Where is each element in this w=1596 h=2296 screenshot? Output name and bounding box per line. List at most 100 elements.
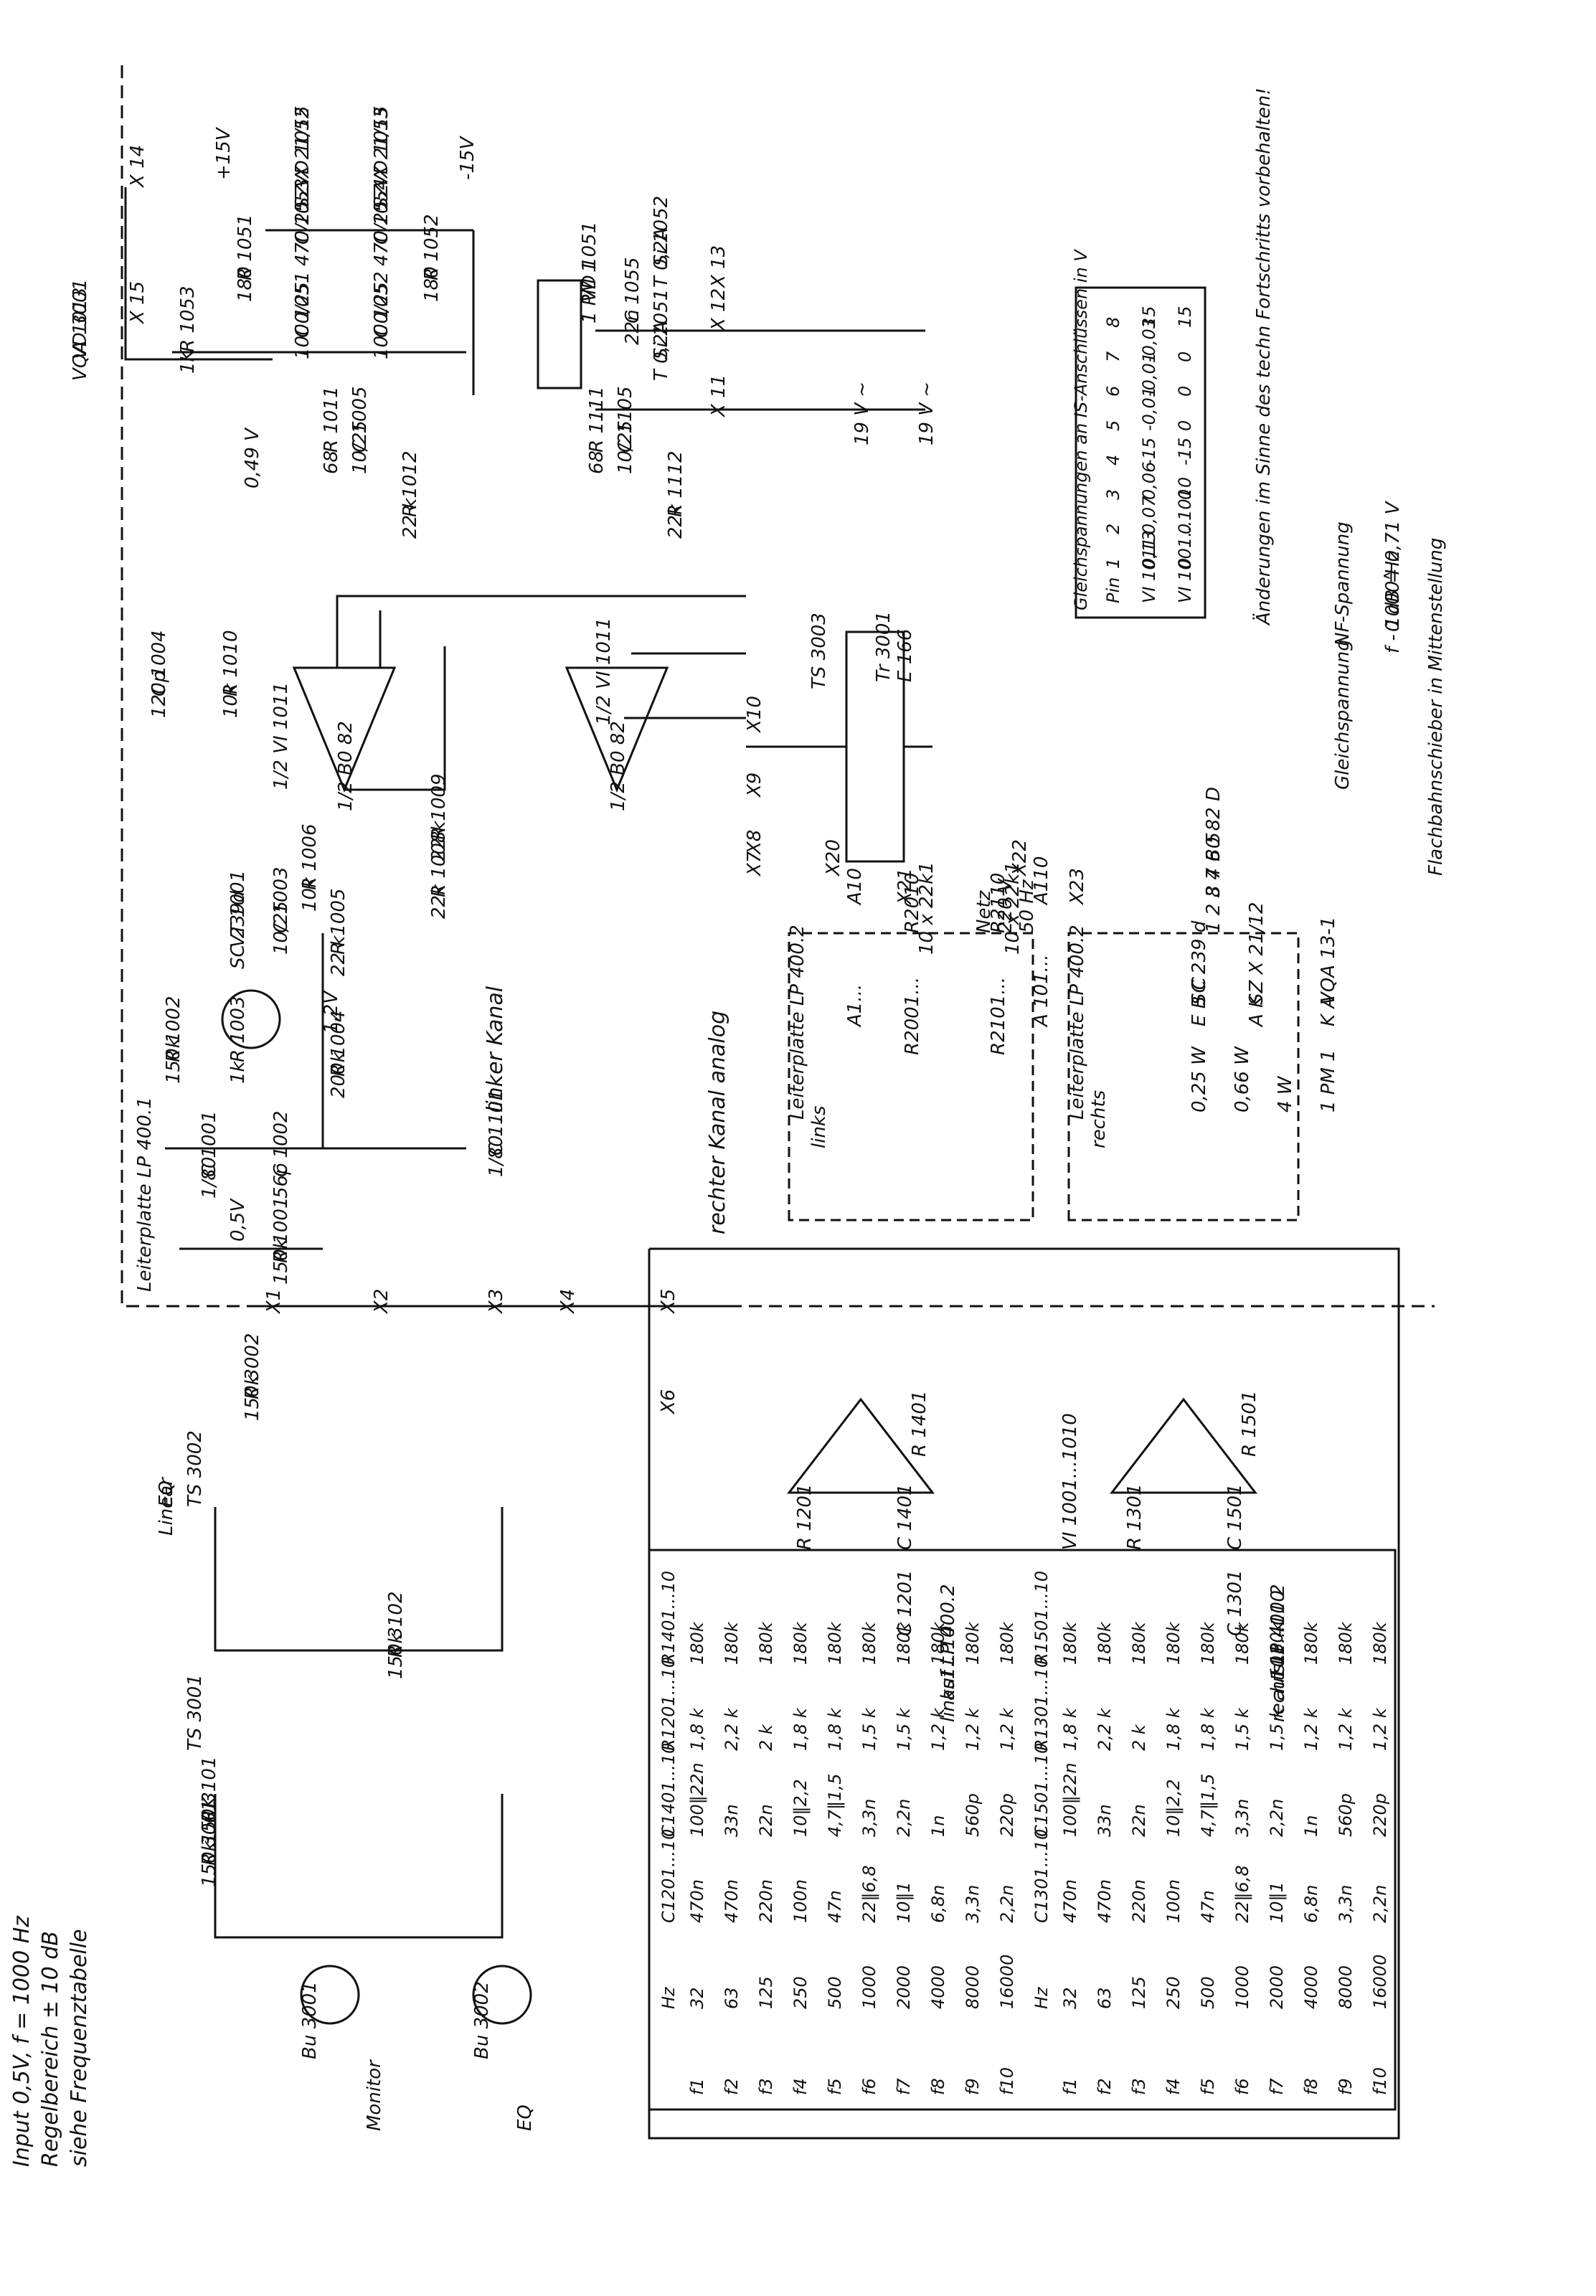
c1401: C 1401 bbox=[894, 1483, 916, 1550]
freq-right-cell: 2,2n bbox=[1267, 1799, 1287, 1837]
ts3001-switch bbox=[214, 1794, 504, 1939]
freq-left-cell: 63 bbox=[722, 1987, 742, 2009]
vd1051: VD 1051 bbox=[579, 222, 600, 302]
legend-b082-pins-bot: 1 2 3 4 bbox=[1203, 868, 1224, 933]
freq-left-cell: f8 bbox=[928, 2078, 948, 2095]
dc-table-cell: 0,06 bbox=[1139, 462, 1159, 500]
dc-table-cell: 0 bbox=[1175, 420, 1195, 431]
r1112: R 1112 bbox=[665, 451, 686, 518]
freq-left-cell: 1n bbox=[928, 1815, 948, 1837]
x9: X9 bbox=[744, 773, 765, 798]
vi1011b: 1/2 VI 1011 bbox=[593, 618, 615, 725]
legend-b082: B0 82 D bbox=[1203, 787, 1224, 861]
freq-left-cell: 6,8n bbox=[928, 1885, 948, 1923]
c1052v: 1000/25 bbox=[371, 282, 392, 359]
rechts2: rechts bbox=[1267, 1664, 1289, 1722]
freq-left-cell: 180k bbox=[722, 1621, 742, 1665]
freq-right-cell: 1n bbox=[1301, 1815, 1321, 1837]
c1501: C 1501 bbox=[1224, 1483, 1246, 1550]
socket-bu3002 bbox=[472, 1965, 532, 2025]
r1002: R 1002 bbox=[163, 996, 184, 1063]
freq-left-cell: 560p bbox=[963, 1793, 983, 1837]
b082a: 1/2 B0 82 bbox=[335, 721, 356, 811]
c1054: C 1054 bbox=[371, 178, 392, 245]
r1052: R 1052 bbox=[421, 214, 443, 281]
freq-left-cell: 4,7‖1,5 bbox=[825, 1774, 845, 1837]
freq-right-cell: f10 bbox=[1370, 2067, 1390, 2095]
c1055: C 1055 bbox=[622, 257, 643, 323]
x22: X22 bbox=[1009, 839, 1031, 877]
c1001: C 1001 bbox=[199, 1110, 220, 1177]
r1501: R 1501 bbox=[1239, 1391, 1260, 1458]
dc-table-title: Gleichspannungen an IS-Anschlüssen in V bbox=[1071, 249, 1091, 610]
frequency-table: HzC1201...10C1401...10R1201...10R1401...… bbox=[658, 1571, 1390, 2095]
c1051v: 1000/25 bbox=[292, 282, 313, 359]
freq-note: siehe Frequenztabelle bbox=[67, 1929, 92, 2167]
c1001v: 1/80 bbox=[199, 1157, 220, 1199]
eq-linear-bot: Linear bbox=[156, 1476, 177, 1536]
freq-left-cell: 1000 bbox=[859, 1965, 879, 2009]
x15: X 15 bbox=[127, 281, 148, 325]
board-lp4002-links bbox=[788, 932, 1034, 1222]
freq-right-cell: f8 bbox=[1301, 2078, 1321, 2095]
x23: X23 bbox=[1067, 868, 1088, 906]
freq-right-cell: 2 k bbox=[1129, 1724, 1149, 1751]
freq-right-cell: 100n bbox=[1163, 1879, 1184, 1923]
c1002: C 1002 bbox=[270, 1110, 292, 1177]
dc-table-cell: 15 bbox=[1175, 306, 1195, 328]
range-note: Regelbereich ± 10 dB bbox=[38, 1931, 63, 2167]
freq-left-cell: f6 bbox=[859, 2078, 879, 2095]
freq-left-cell: f1 bbox=[687, 2078, 707, 2095]
c1051: C 1051 bbox=[292, 271, 313, 338]
r1006v: 10k bbox=[299, 877, 321, 912]
bridge-rectifier bbox=[537, 279, 582, 389]
freq-right-cell: 2,2 k bbox=[1095, 1707, 1115, 1751]
r1005v: 22 k bbox=[328, 935, 349, 976]
v19a-label: 19 V ~ bbox=[851, 382, 873, 445]
bu3001-label: Bu 3001 bbox=[299, 1981, 321, 2059]
sz2: SZ X 21/15 bbox=[371, 105, 392, 209]
v05: 0,5V bbox=[227, 1198, 249, 1242]
bu3002-label: Bu 3002 bbox=[471, 1981, 493, 2059]
legend-vqa: VQA 13-1 bbox=[1318, 917, 1339, 1005]
r3002: R 3002 bbox=[242, 1333, 263, 1400]
monitor-label: Monitor bbox=[364, 2059, 385, 2131]
tr3001-label: Tr 3001 bbox=[873, 611, 894, 682]
r1010: R 1010 bbox=[220, 630, 242, 697]
auf-lp-r: auf LP 400 2 bbox=[1267, 1584, 1289, 1701]
si1052v: T 0,2A bbox=[651, 228, 672, 288]
ts3002-switch bbox=[214, 1507, 504, 1652]
sz1: SZ X 21/15 bbox=[292, 105, 313, 209]
r1008: R 1008 bbox=[428, 831, 450, 898]
freq-left-cell: 2,2 k bbox=[722, 1707, 742, 1751]
freq-right-cell: 180k bbox=[1129, 1621, 1149, 1665]
dc-table-cell: 0,13 bbox=[1139, 531, 1159, 569]
lp4002-links-label: Leiterplatte LP 400.2 bbox=[787, 925, 808, 1120]
board-lp4002-rechts bbox=[1067, 932, 1300, 1222]
left-channel-label: linker Kanal bbox=[483, 986, 508, 1112]
labels-layer: Input 0,5V, f = 1000 Hz Regelbereich ± 1… bbox=[9, 88, 1447, 2167]
freq-left-cell: 1,8 k bbox=[790, 1707, 811, 1751]
freq-left-cell: 180k bbox=[687, 1621, 707, 1665]
freq-left-cell: 32 bbox=[687, 1987, 707, 2009]
dc-table-cell: -15 bbox=[1139, 438, 1159, 466]
opamp-vi1011b bbox=[565, 666, 669, 793]
r2110v: 10 x 22k1 bbox=[1002, 861, 1024, 955]
x7: X7 bbox=[744, 851, 765, 877]
freq-right-cell: f4 bbox=[1163, 2078, 1184, 2095]
freq-right-cell: 3,3n bbox=[1232, 1799, 1252, 1837]
opamp-lower-right bbox=[1109, 1397, 1258, 1494]
x6: X6 bbox=[658, 1389, 679, 1415]
dc-table-cell: 0 bbox=[1175, 489, 1195, 500]
right-channel-label: rechter Kanal analog bbox=[705, 1011, 730, 1234]
dc-table-cell: Pin bbox=[1103, 577, 1123, 603]
freq-left-cell: 22n bbox=[756, 1804, 776, 1837]
freq-right-cell: f7 bbox=[1267, 2078, 1287, 2095]
netz-hz: 50 Hz bbox=[1016, 879, 1038, 933]
freq-right-cell: 63 bbox=[1095, 1987, 1115, 2009]
freq-left-header: R1201...10 bbox=[658, 1657, 679, 1751]
freq-right-cell: 3,3n bbox=[1336, 1885, 1356, 1923]
legend-ak: A K bbox=[1246, 994, 1267, 1028]
